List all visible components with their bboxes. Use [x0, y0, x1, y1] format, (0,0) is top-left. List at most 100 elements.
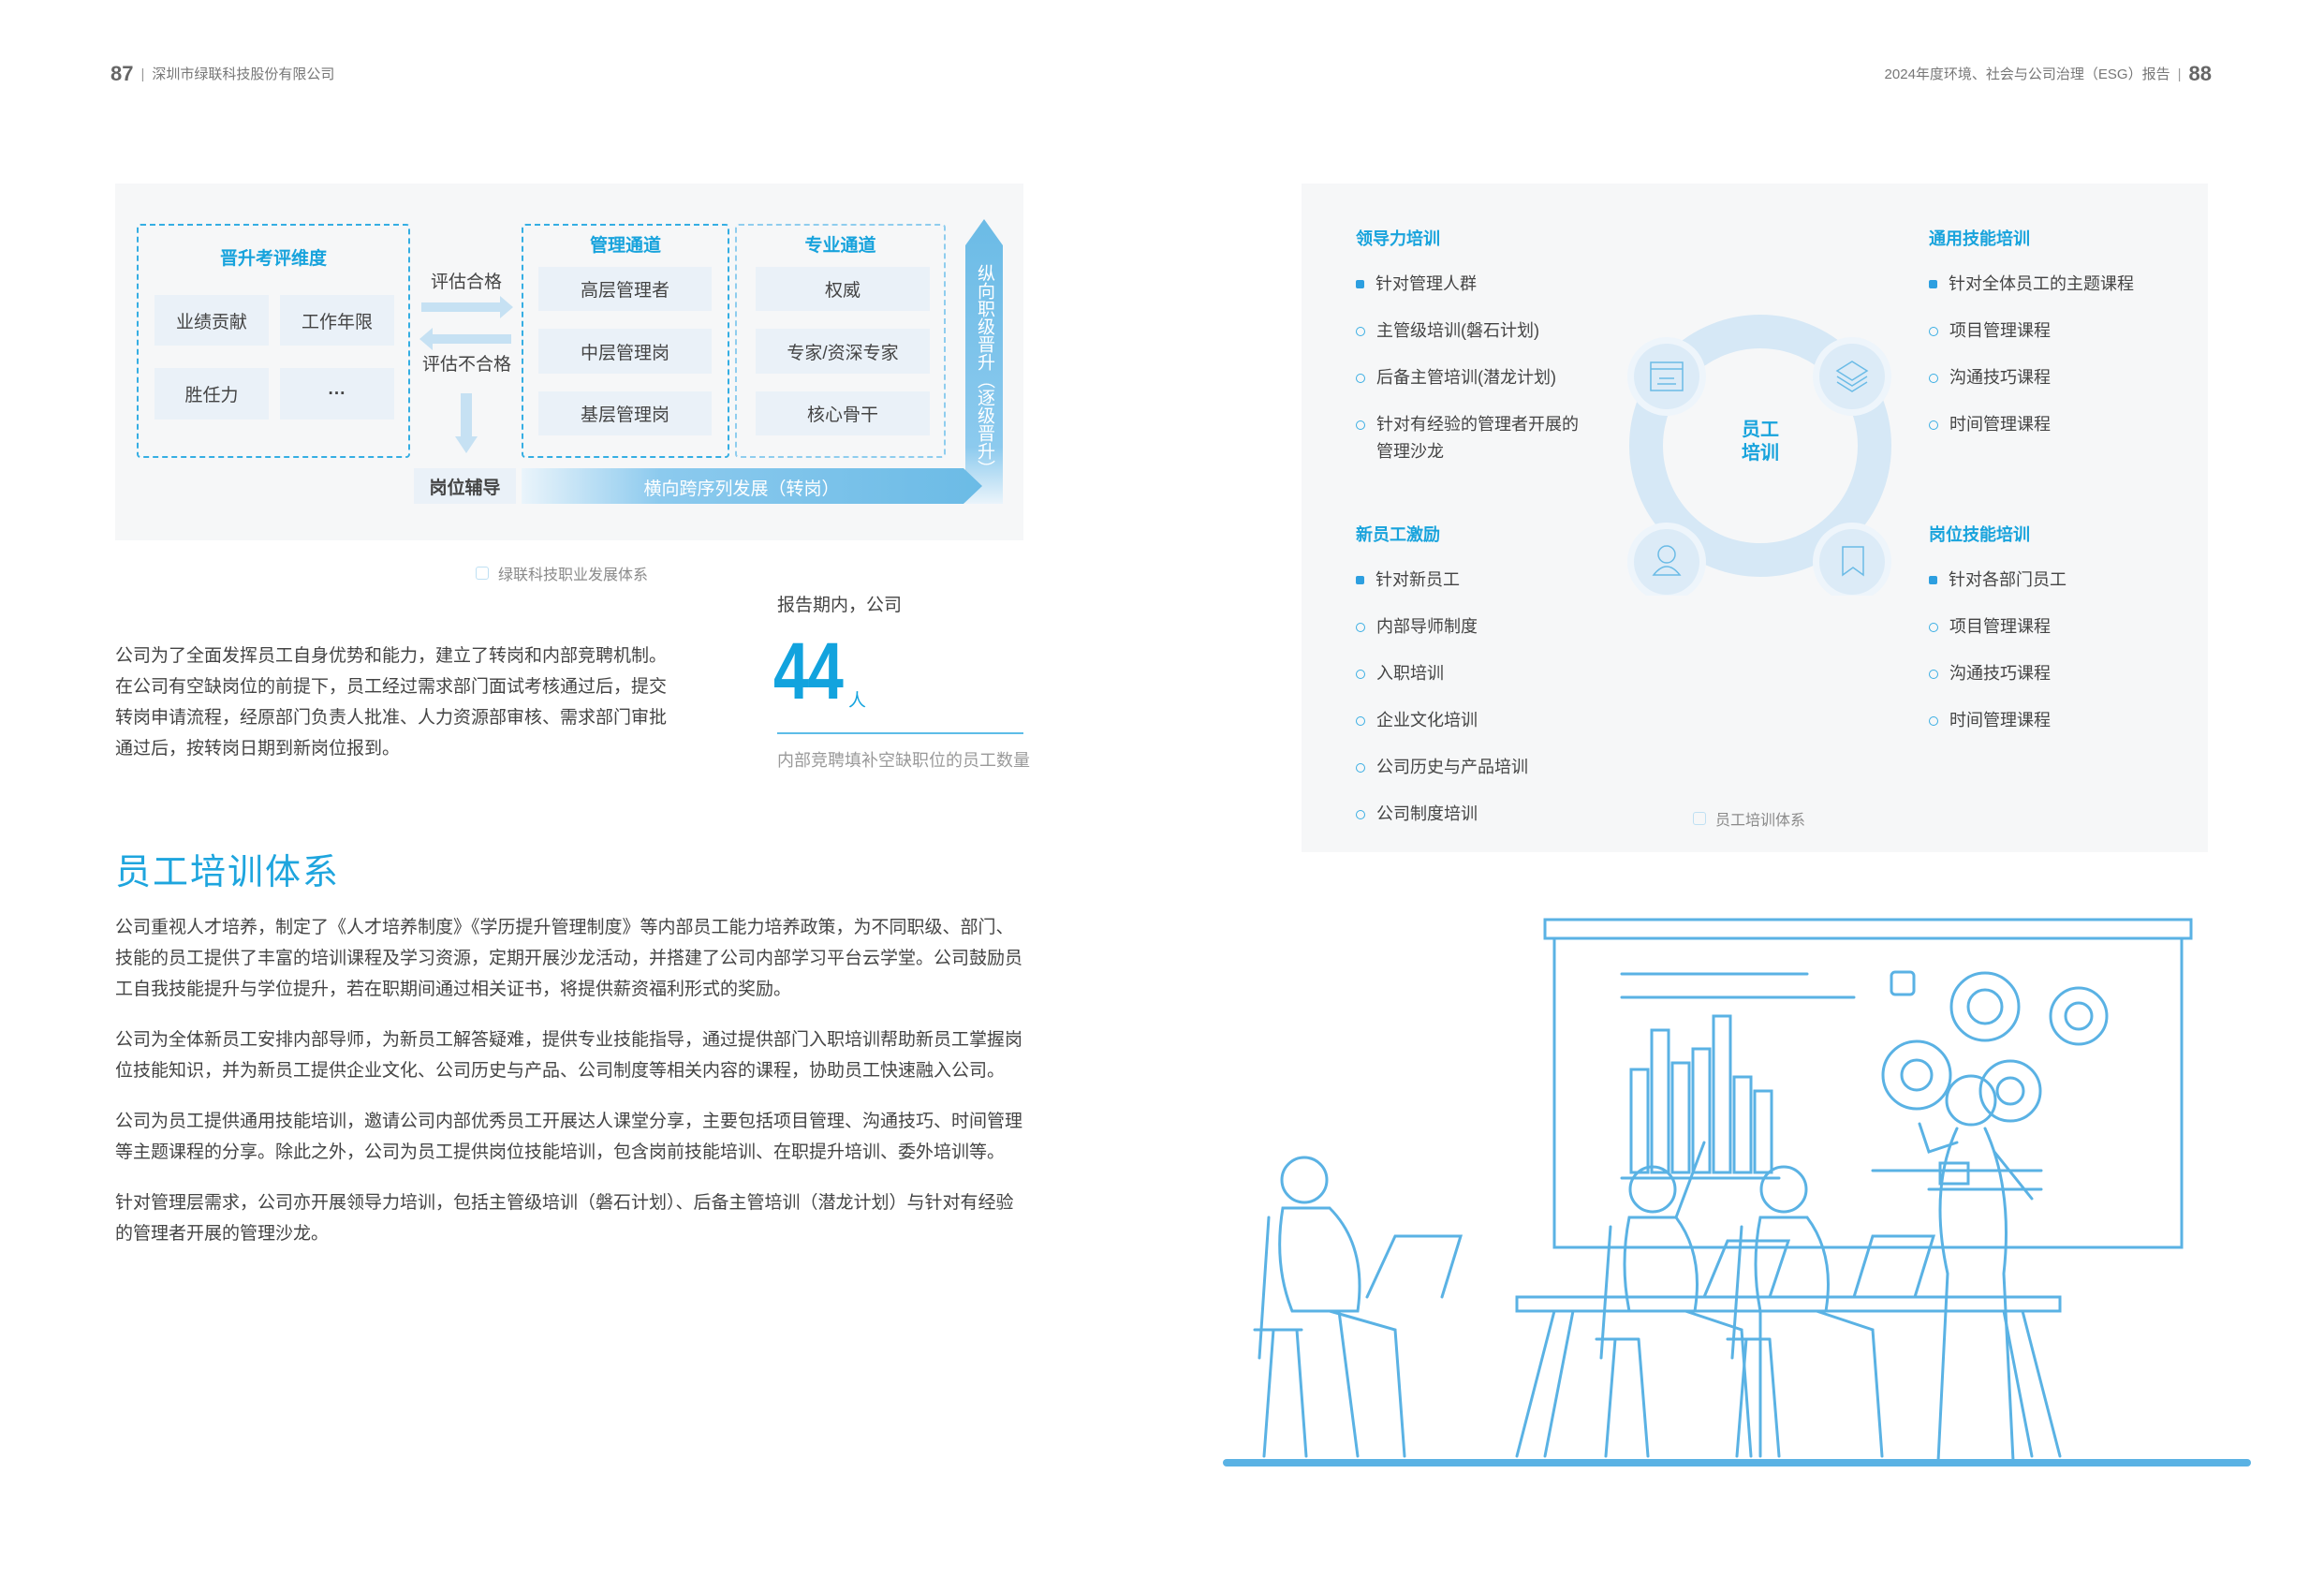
vertical-promotion-arrow	[965, 219, 1003, 504]
text-line: 等主题课程的分享。除此之外，公司为员工提供岗位技能培训，包含岗前技能培训、在职提…	[115, 1142, 1006, 1162]
item-text: 项目管理课程	[1949, 321, 2051, 340]
item-text: 主管级培训(磐石计划)	[1376, 321, 1539, 340]
text-line: 公司重视人才培养，制定了《人才培养制度》《学历提升管理制度》等内部员工能力培养政…	[115, 918, 1014, 937]
item-text: 沟通技巧课程	[1949, 368, 2051, 387]
item-text: 沟通技巧课程	[1949, 664, 2051, 683]
professional-level: 专家/资深专家	[756, 329, 930, 374]
circle-bullet-icon	[1356, 327, 1365, 336]
management-level: 高层管理者	[538, 267, 712, 311]
circle-bullet-icon	[1356, 420, 1365, 430]
text-line: 工自我技能提升与学位提升，若在职期间通过相关证书，将提供薪资福利形式的奖励。	[115, 980, 792, 999]
list-item: 针对全体员工的主题课程	[1929, 271, 2134, 298]
job-coaching-label: 岗位辅导	[414, 468, 516, 504]
bookmark-icon	[1813, 523, 1891, 596]
stat-divider	[777, 732, 1023, 734]
text-line: 在公司有空缺岗位的前提下，员工经过需求部门面试考核通过后，提交	[115, 677, 668, 697]
list-item: 企业文化培训	[1356, 707, 1528, 734]
list-item: 后备主管培训(潜龙计划)	[1356, 364, 1579, 391]
training-system-diagram	[1302, 184, 2208, 852]
person-icon	[1627, 523, 1706, 596]
management-level: 中层管理岗	[538, 329, 712, 374]
list-item: 公司制度培训	[1356, 801, 1528, 828]
item-text: 针对有经验的管理者开展的管理沙龙	[1376, 411, 1579, 465]
item-text: 针对管理人群	[1375, 274, 1477, 293]
left-page-header: 87|深圳市绿联科技股份有限公司	[110, 62, 335, 85]
circle-bullet-icon	[1356, 670, 1365, 679]
company-name: 深圳市绿联科技股份有限公司	[152, 66, 335, 82]
page-number-right: 88	[2188, 62, 2212, 85]
item-text: 内部导师制度	[1376, 617, 1478, 636]
item-line: 针对有经验的管理者开展的	[1376, 415, 1579, 434]
list-item: 公司历史与产品培训	[1356, 754, 1528, 781]
training-group-job-skills: 岗位技能培训 针对各部门员工 项目管理课程 沟通技巧课程 时间管理课程	[1929, 522, 2067, 734]
item-text: 项目管理课程	[1949, 617, 2051, 636]
text-line: 通过后，按转岗日期到新岗位报到。	[115, 739, 401, 759]
group-title: 岗位技能培训	[1929, 525, 2030, 544]
eval-item: 业绩贡献	[154, 295, 269, 346]
list-item: 入职培训	[1356, 660, 1528, 687]
text-line: 公司为了全面发挥员工自身优势和能力，建立了转岗和内部竞聘机制。	[115, 646, 668, 666]
list-item: 沟通技巧课程	[1929, 364, 2134, 391]
text-line: 针对管理层需求，公司亦开展领导力培训，包括主管级培训（磐石计划）、后备主管培训（…	[115, 1193, 1014, 1213]
group-title: 领导力培训	[1356, 229, 1440, 248]
management-track-title: 管理通道	[589, 236, 661, 256]
management-track-box: 管理通道	[522, 224, 729, 458]
professional-level: 核心骨干	[756, 391, 930, 435]
text-line: 转岗申请流程，经原部门负责人批准、人力资源部审核、需求部门审批	[115, 708, 668, 728]
intro-paragraph: 公司为了全面发挥员工自身优势和能力，建立了转岗和内部竞聘机制。 在公司有空缺岗位…	[115, 641, 667, 764]
item-text: 针对各部门员工	[1949, 570, 2067, 589]
item-text: 针对新员工	[1375, 570, 1460, 589]
circle-bullet-icon	[1929, 420, 1938, 430]
stat-unit: 人	[848, 691, 867, 711]
section-title: 员工培训体系	[115, 853, 341, 892]
promotion-evaluation-box: 晋升考评维度	[137, 224, 410, 458]
report-title: 2024年度环境、社会与公司治理（ESG）报告	[1884, 66, 2170, 82]
list-item: 沟通技巧课程	[1929, 660, 2067, 687]
text-line: 的管理者开展的管理沙龙。	[115, 1224, 330, 1244]
list-item: 针对管理人群	[1356, 271, 1579, 298]
group-title: 新员工激励	[1356, 525, 1440, 544]
list-item: 时间管理课程	[1929, 411, 2134, 438]
eval-item: 工作年限	[280, 295, 394, 346]
bidirectional-arrow-icon	[419, 296, 513, 350]
list-item: 内部导师制度	[1356, 613, 1528, 641]
paragraph: 公司为全体新员工安排内部导师，为新员工解答疑难，提供专业技能指导，通过提供部门入…	[115, 1024, 1023, 1086]
professional-level: 权威	[756, 267, 930, 311]
circle-bullet-icon	[1929, 716, 1938, 726]
square-bullet-icon	[1356, 576, 1364, 584]
circle-bullet-icon	[1356, 763, 1365, 773]
down-arrow-icon	[455, 393, 478, 453]
circle-bullet-icon	[1356, 623, 1365, 632]
center-line: 培训	[1742, 443, 1779, 464]
fail-label: 评估不合格	[422, 355, 512, 375]
list-item: 项目管理课程	[1929, 317, 2134, 345]
classroom-illustration	[1223, 918, 2251, 1466]
square-bullet-icon	[1356, 280, 1364, 288]
training-center-label: 员工 培训	[1732, 419, 1788, 465]
paragraph: 公司重视人才培养，制定了《人才培养制度》《学历提升管理制度》等内部员工能力培养政…	[115, 912, 1023, 1005]
training-group-new-employee: 新员工激励 针对新员工 内部导师制度 入职培训 企业文化培训 公司历史与产品培训…	[1356, 522, 1528, 828]
stat-value: 44	[773, 626, 844, 716]
text-line: 公司为全体新员工安排内部导师，为新员工解答疑难，提供专业技能指导，通过提供部门入…	[115, 1030, 1023, 1050]
circle-bullet-icon	[1929, 327, 1938, 336]
paragraph: 针对管理层需求，公司亦开展领导力培训，包括主管级培训（磐石计划）、后备主管培训（…	[115, 1187, 1023, 1249]
paragraph: 公司为员工提供通用技能培训，邀请公司内部优秀员工开展达人课堂分享，主要包括项目管…	[115, 1106, 1023, 1168]
list-item: 针对各部门员工	[1929, 567, 2067, 594]
circle-bullet-icon	[1356, 374, 1365, 383]
professional-track-title: 专业通道	[804, 236, 876, 256]
center-line: 员工	[1742, 420, 1779, 440]
item-text: 入职培训	[1376, 664, 1444, 683]
item-text: 后备主管培训(潜龙计划)	[1376, 368, 1556, 387]
list-item: 时间管理课程	[1929, 707, 2067, 734]
page-number-left: 87	[110, 62, 134, 85]
text-line: 公司为员工提供通用技能培训，邀请公司内部优秀员工开展达人课堂分享，主要包括项目管…	[115, 1112, 1023, 1131]
training-diagram-caption: 员工培训体系	[1693, 807, 1805, 830]
list-item: 主管级培训(磐石计划)	[1356, 317, 1579, 345]
square-bullet-icon	[1929, 576, 1937, 584]
eval-item: ···	[280, 368, 394, 420]
section-body: 公司重视人才培养，制定了《人才培养制度》《学历提升管理制度》等内部员工能力培养政…	[115, 912, 1023, 1249]
stat-lead: 报告期内，公司	[777, 596, 903, 615]
list-item: 项目管理课程	[1929, 613, 2067, 641]
professional-track-box: 专业通道	[735, 224, 946, 458]
item-text: 公司制度培训	[1376, 804, 1478, 823]
